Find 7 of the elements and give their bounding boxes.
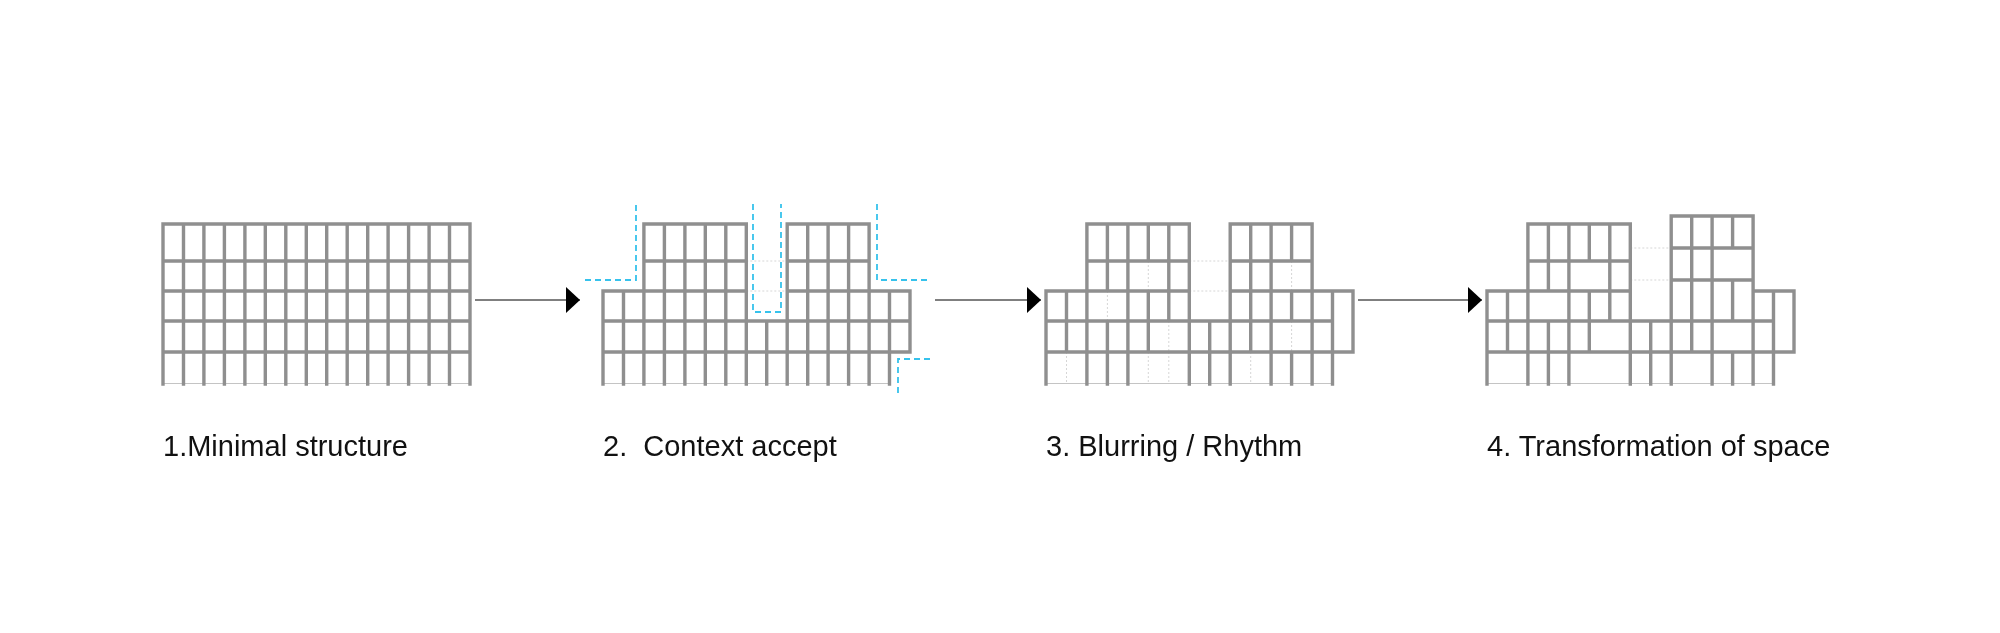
step-caption: 3. Blurring / Rhythm xyxy=(1046,429,1303,463)
step-caption: 2. Context accept xyxy=(603,429,837,463)
arrow xyxy=(934,287,1042,313)
step-caption: 4. Transformation of space xyxy=(1487,429,1831,463)
arrow xyxy=(474,287,581,313)
step-caption: 1.Minimal structure xyxy=(163,429,408,463)
arrow xyxy=(1357,287,1483,313)
